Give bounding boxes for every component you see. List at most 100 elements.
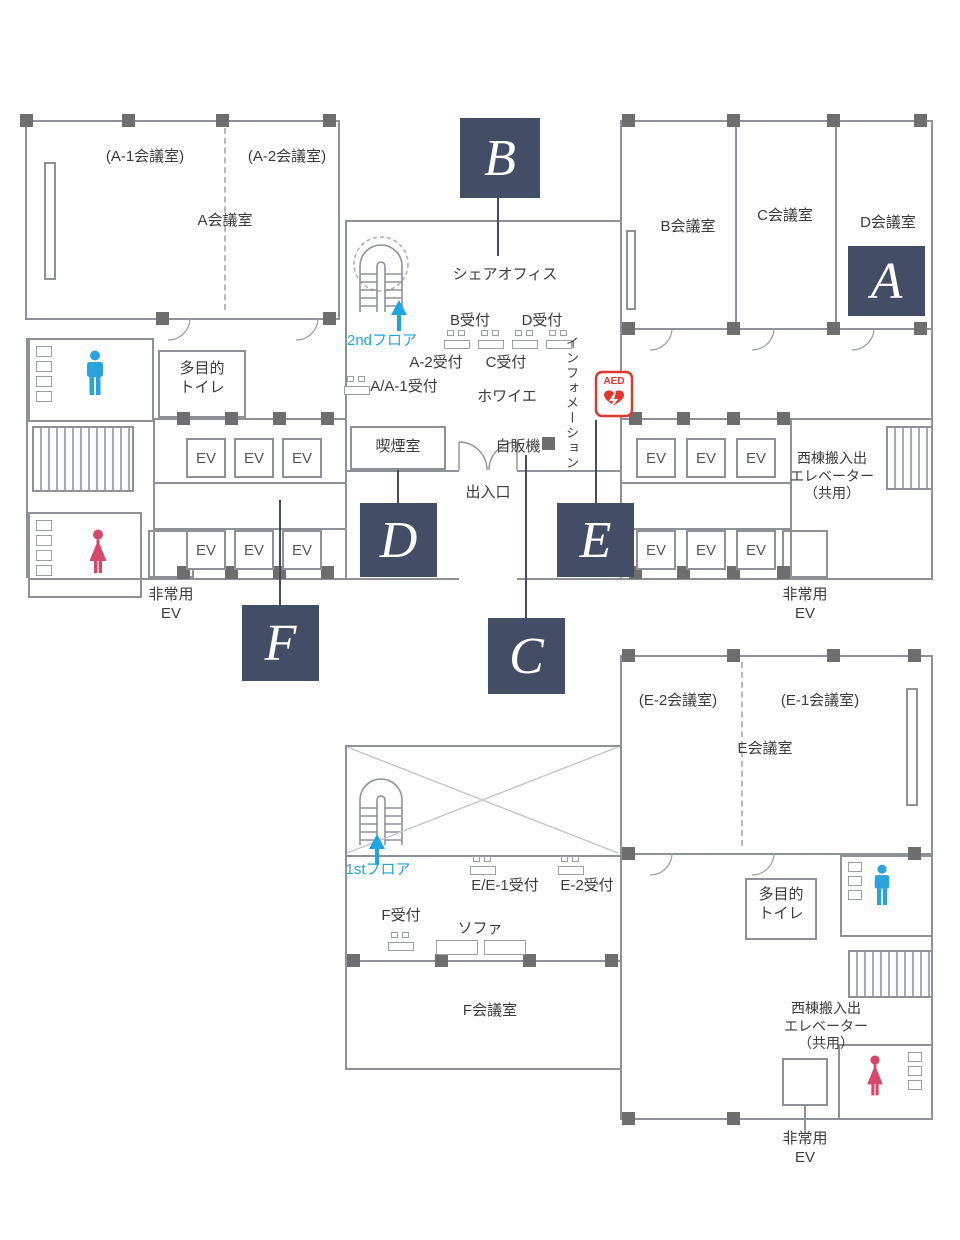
wall [620,1118,933,1120]
badge-c: C [488,618,565,694]
elevator-cell: EV [186,530,226,570]
wall [345,220,347,470]
wall [347,578,459,580]
badge-connector-e [595,420,597,503]
toilet-fixture [36,550,52,561]
wall [620,528,792,530]
elevator-cell: EV [234,438,274,478]
pillar [605,954,618,967]
elevator-cell: EV [636,530,676,570]
label-reception-c: C受付 [485,354,527,371]
elevator-cell: EV [282,438,322,478]
wall [735,126,737,328]
label-room-a: A会議室 [197,212,253,229]
stairs-left-2f [32,426,134,492]
elevator-cell: EV [282,530,322,570]
toilet-fixture [36,376,52,387]
pillar [321,566,334,579]
label-reception-f: F受付 [381,907,421,924]
label-emergency-ev-1f: 非常用 EV [782,1130,828,1166]
pillar [622,322,635,335]
wall [155,528,345,530]
female-toilet-icon-2f [89,529,107,573]
wall [345,745,347,1070]
pillar [914,114,927,127]
label-floor-1f: 1stフロア [345,861,411,878]
wall [931,655,933,1118]
wall [153,418,155,578]
sofa-right [484,940,526,955]
reception-counter-ee1 [470,856,496,875]
pillar [622,114,635,127]
wall [835,126,837,328]
pillar [273,412,286,425]
label-room-e: E会議室 [737,740,793,757]
label-multi-toilet-2f: 多目的 トイレ [179,360,225,396]
aed-text: AED [603,376,624,387]
pillar [777,566,790,579]
pillar [523,954,536,967]
wall [345,1068,622,1070]
wall [28,578,347,580]
wall [620,482,792,484]
wall [620,328,933,330]
toilet-fixture [36,535,52,546]
pillar [622,649,635,662]
pillar [177,412,190,425]
male-toilet-icon-1f [874,864,890,906]
female-toilet-icon-1f [867,1055,883,1096]
label-reception-d: D受付 [521,312,563,329]
toilet-fixture [36,391,52,402]
wall [517,470,622,472]
stair-1f-icon [359,778,403,845]
wall [620,655,622,1118]
wall [790,418,792,578]
toilet-fixture [908,1066,922,1076]
room-multi-toilet-2f [158,350,246,418]
male-toilet-icon-2f [87,350,103,395]
room-smoking [350,426,446,470]
stairs-right-2f [886,426,933,490]
wall [517,578,622,580]
pillar [727,649,740,662]
label-room-c: C会議室 [757,207,813,224]
label-room-e1: (E-1会議室) [780,692,860,709]
pillar [777,412,790,425]
toilet-fixture [36,520,52,531]
label-reception-a2: A-2受付 [409,354,463,371]
elevator-cell: EV [636,438,676,478]
label-multi-toilet-1f: 多目的 トイレ [758,886,804,922]
label-emergency-ev-left: 非常用 EV [148,586,194,622]
wall [345,220,622,222]
up-arrow-2f-icon [391,300,407,331]
pillar [677,412,690,425]
reception-counter-d [512,330,538,349]
wall [155,418,345,420]
pillar [156,312,169,325]
wall [931,120,933,578]
toilet-fixture [36,346,52,357]
wall [620,853,933,855]
pillar [225,412,238,425]
toilet-fixture [36,565,52,576]
toilet-fixture [848,862,862,872]
label-share-office: シェアオフィス [452,266,558,283]
pillar [727,1112,740,1125]
label-foyer: ホワイエ [477,388,537,405]
elevator-cell: EV [736,530,776,570]
label-west-elevator-1f: 西棟搬入出 エレベーター （共用） [784,1000,868,1051]
pillar [347,954,360,967]
wall [620,655,933,657]
wall [338,120,340,320]
wall [345,855,622,857]
wall [620,418,933,420]
elevator-cell: EV [686,530,726,570]
sofa-left [436,940,478,955]
wall [25,120,340,122]
label-reception-aa1: A/A-1受付 [370,378,438,395]
reception-counter-c [478,330,504,349]
pillar [622,1112,635,1125]
label-reception-ee1: E/E-1受付 [471,877,539,894]
pillar [122,114,135,127]
